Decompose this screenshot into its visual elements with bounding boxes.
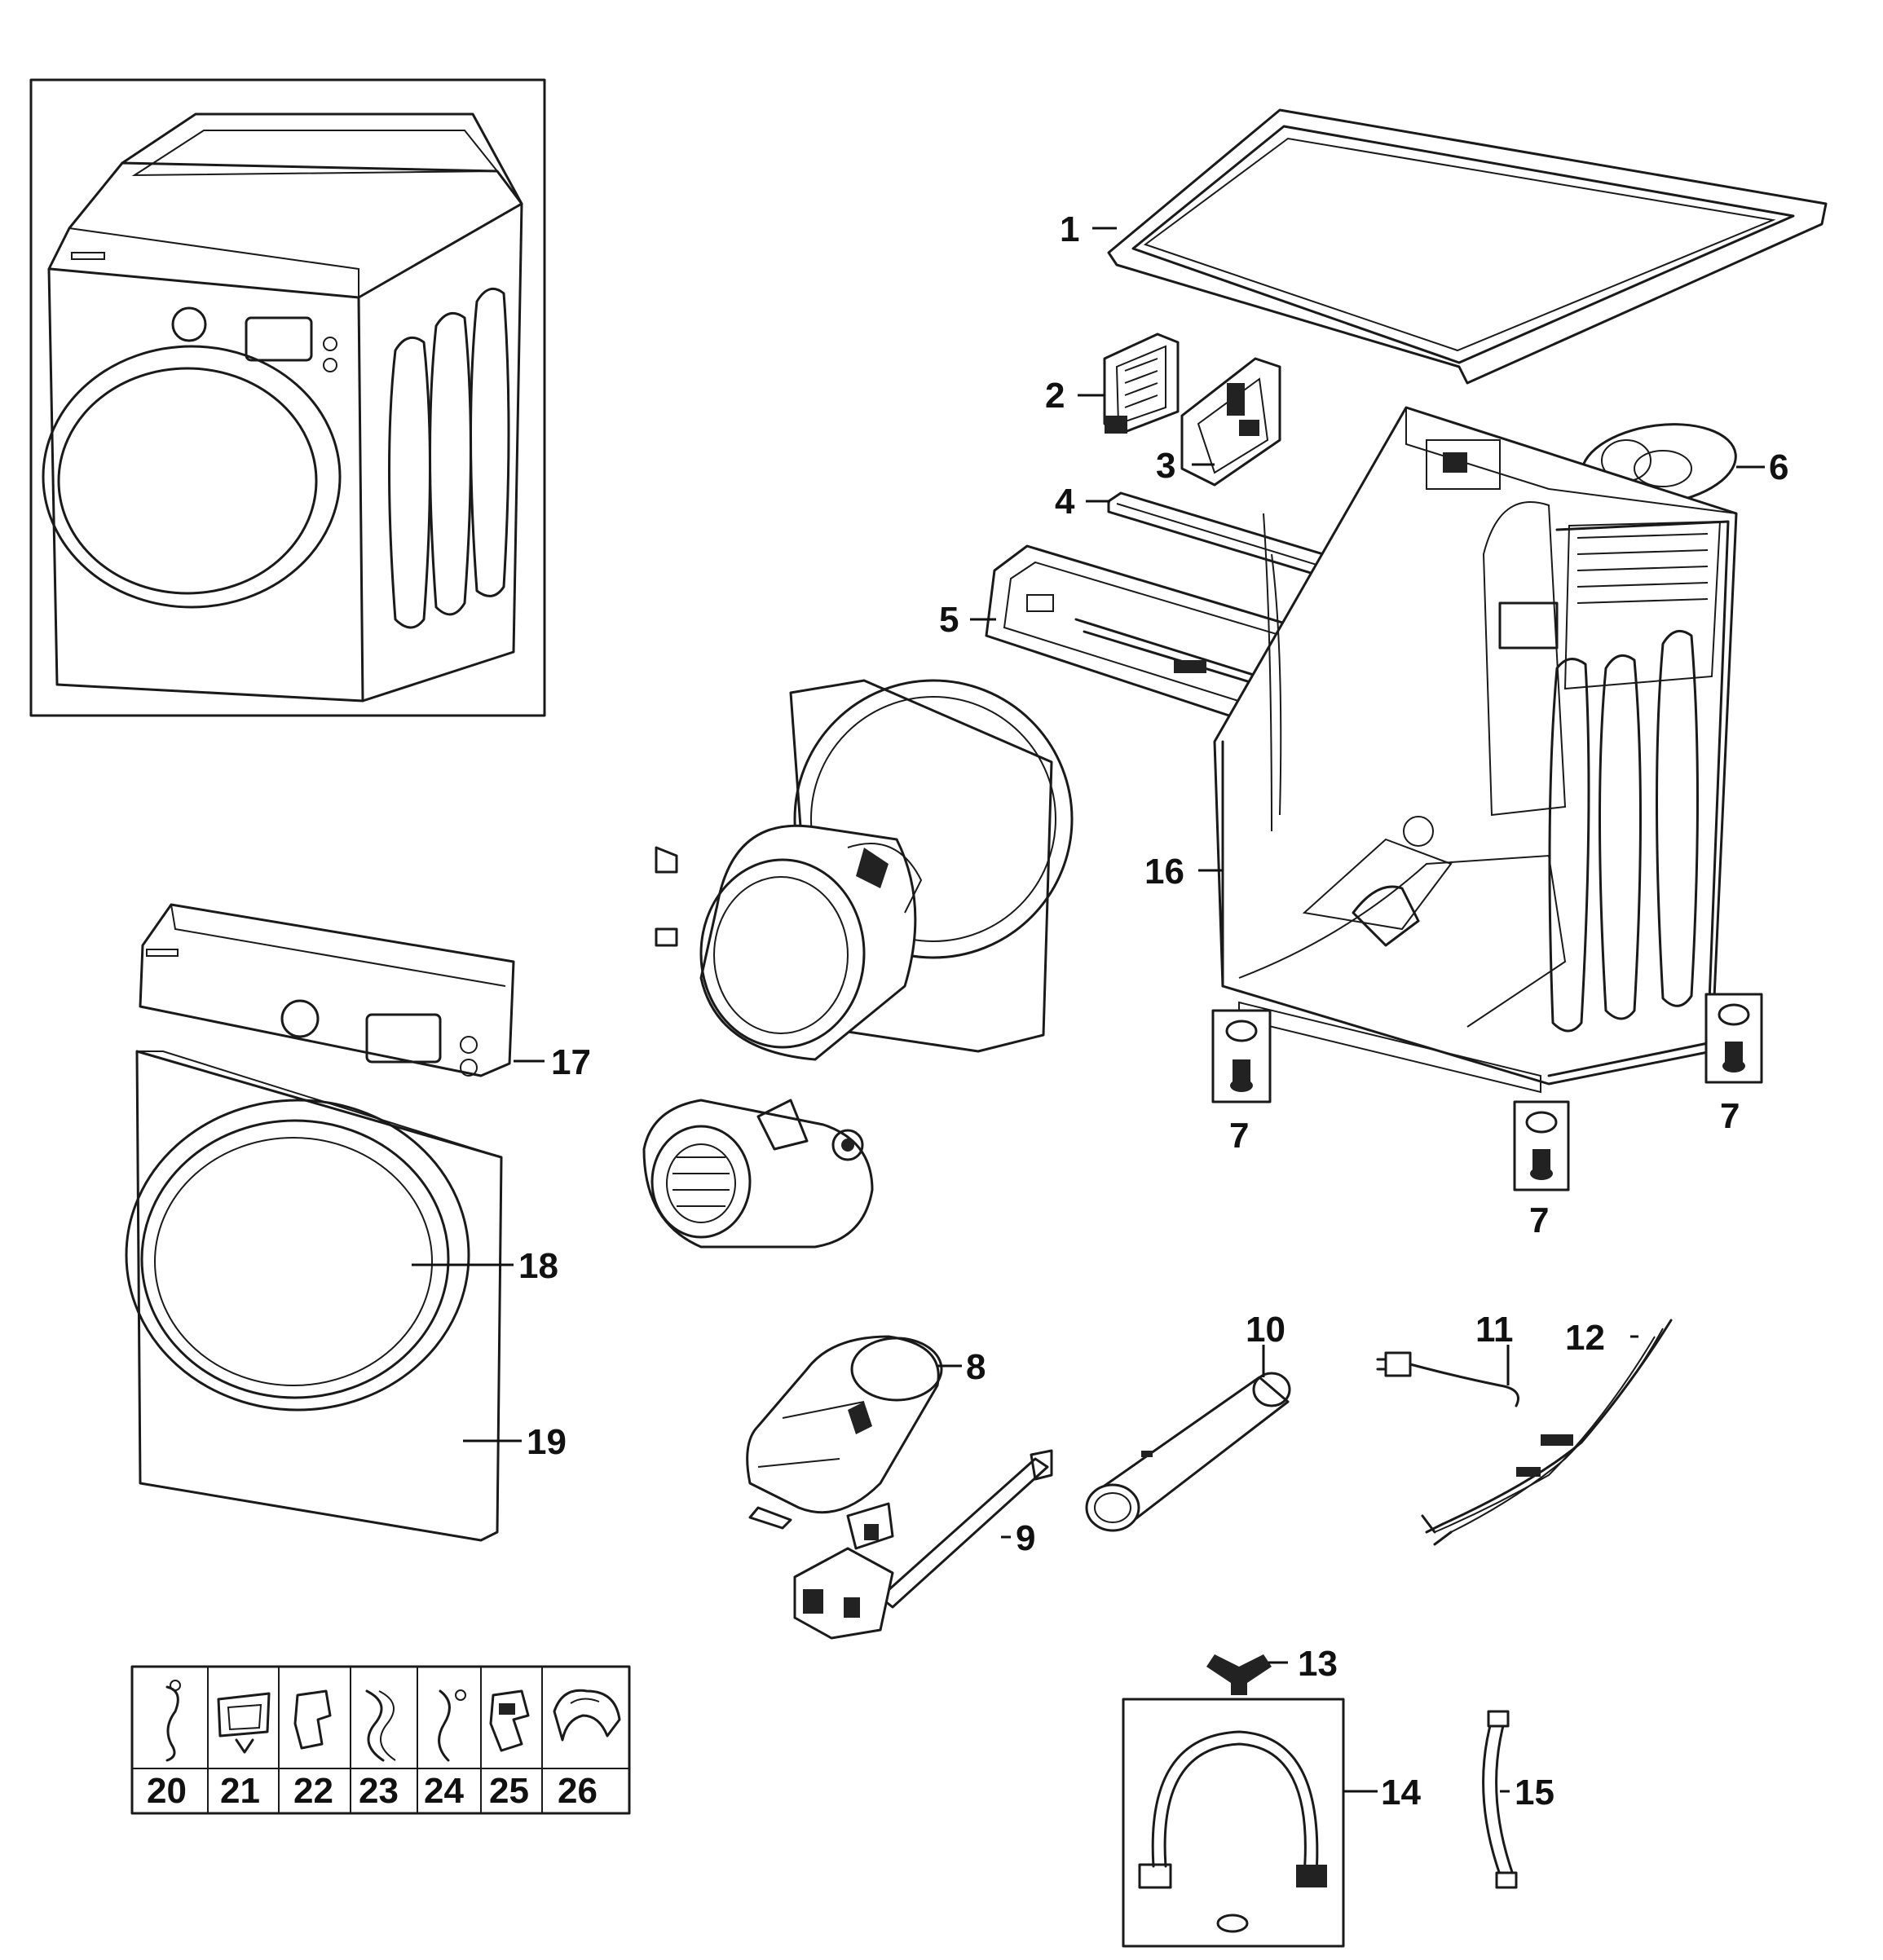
callout-8: 8 — [966, 1347, 986, 1387]
callout-16: 16 — [1144, 852, 1184, 892]
callout-17: 17 — [551, 1042, 591, 1082]
clip-icon — [165, 1680, 181, 1762]
part-19-front-panel — [135, 1050, 503, 1542]
part-15-drain-hose — [1482, 1710, 1518, 1889]
callout-19: 19 — [527, 1422, 567, 1462]
tie-clip-icon — [438, 1689, 466, 1762]
callout-18: 18 — [518, 1246, 558, 1286]
kit-label-24: 24 — [424, 1771, 464, 1811]
inset-frame — [29, 78, 546, 717]
drum-assembly — [655, 679, 1074, 1061]
wire-clip-icon — [365, 1689, 396, 1762]
callout-7-left: 7 — [1229, 1116, 1249, 1156]
callout-14: 14 — [1381, 1773, 1421, 1812]
double-clamp-icon — [553, 1689, 621, 1742]
part-13-y-connector — [1206, 1654, 1272, 1695]
part-1-top-cover — [1107, 108, 1828, 385]
part-16-cabinet — [1213, 406, 1738, 1094]
callout-4: 4 — [1055, 482, 1075, 522]
callout-6: 6 — [1769, 447, 1788, 487]
part-9-heater-element — [793, 1449, 1053, 1640]
callout-7-middle: 7 — [1529, 1200, 1549, 1240]
callout-11: 11 — [1475, 1310, 1514, 1350]
callout-5: 5 — [939, 600, 959, 640]
part-2-filter — [1103, 333, 1180, 434]
kit-label-26: 26 — [558, 1771, 598, 1811]
callout-13: 13 — [1298, 1644, 1338, 1684]
clamp-icon — [489, 1689, 530, 1752]
part-7-leveling-foot-b — [1513, 1100, 1570, 1191]
callout-9: 9 — [1016, 1518, 1035, 1558]
part-14-inlet-hose — [1122, 1698, 1345, 1948]
part-3-filter-housing — [1180, 357, 1281, 487]
assembled-dryer-illustration — [42, 112, 523, 703]
small-parts-kit: 20 21 22 23 24 25 26 — [130, 1665, 631, 1815]
part-8-heater-housing — [746, 1335, 943, 1530]
kit-label-22: 22 — [293, 1771, 333, 1811]
assembled-dryer-inset — [29, 78, 546, 717]
kit-label-20: 20 — [147, 1771, 187, 1811]
bracket-icon — [217, 1692, 271, 1754]
part-12-wire-harness — [1421, 1319, 1673, 1546]
part-7-leveling-foot-a — [1211, 1009, 1272, 1103]
part-7-leveling-foot-c — [1704, 993, 1763, 1084]
kit-label-21: 21 — [220, 1771, 260, 1811]
callout-1: 1 — [1060, 209, 1079, 249]
callout-2: 2 — [1045, 376, 1065, 416]
kit-label-25: 25 — [489, 1771, 529, 1811]
kit-label-23: 23 — [359, 1771, 399, 1811]
part-10-exhaust-duct — [1085, 1372, 1291, 1532]
callout-15: 15 — [1515, 1773, 1554, 1812]
callout-10: 10 — [1246, 1310, 1285, 1350]
holder-icon — [293, 1689, 332, 1750]
part-11-power-cord — [1376, 1351, 1519, 1407]
part-17-control-panel — [139, 903, 515, 1077]
callout-12: 12 — [1565, 1318, 1605, 1358]
callout-7-right: 7 — [1720, 1096, 1740, 1136]
part-18-door — [125, 1099, 470, 1412]
blower-housing — [642, 1099, 874, 1249]
callout-3: 3 — [1156, 446, 1175, 486]
